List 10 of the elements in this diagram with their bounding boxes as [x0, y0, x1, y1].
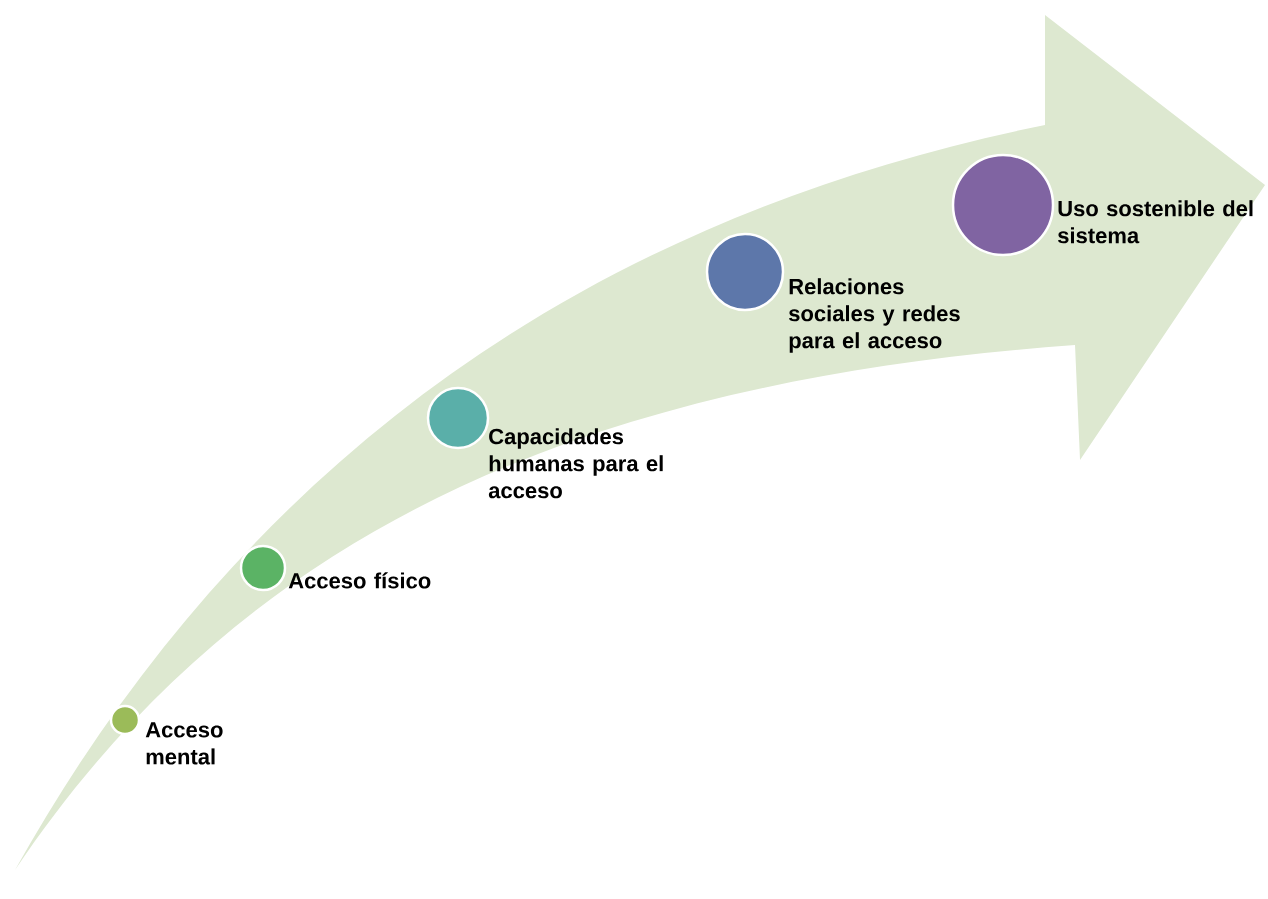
step-circle: [239, 544, 287, 592]
step-circle: [109, 704, 141, 736]
step-circle: [426, 386, 490, 450]
step-label: Capacidades humanas para el acceso: [488, 428, 663, 499]
step-circle: [951, 153, 1055, 257]
step-circle: [705, 232, 785, 312]
step-label: Relaciones sociales y redes para el acceso: [789, 278, 960, 353]
step-label: Acceso mental: [145, 722, 223, 765]
step-label: Uso sostenible del sistema: [1058, 200, 1253, 244]
step-label: Acceso físico: [288, 572, 431, 589]
